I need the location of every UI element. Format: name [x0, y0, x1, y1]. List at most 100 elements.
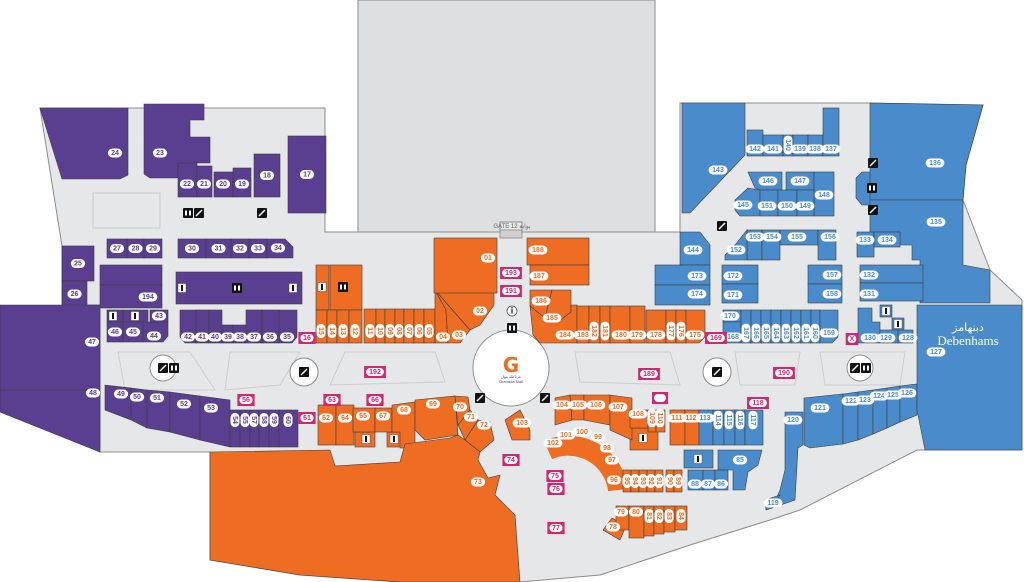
store-label-62[interactable]: 62 — [318, 413, 334, 423]
kiosk-unnumbered[interactable] — [652, 392, 668, 404]
store-label-30[interactable]: 30 — [184, 244, 200, 253]
store-label-14[interactable]: 14 — [327, 323, 337, 339]
store-label-91[interactable]: 91 — [654, 473, 664, 489]
store-label-32[interactable]: 32 — [232, 244, 248, 253]
store-label-178[interactable]: 178 — [646, 330, 666, 340]
store-label-72[interactable]: 72 — [476, 420, 492, 430]
store-label-121[interactable]: 121 — [810, 403, 830, 413]
store-label-53[interactable]: 53 — [203, 403, 219, 413]
store-label-107[interactable]: 107 — [608, 402, 628, 412]
store-label-73[interactable]: 73 — [470, 477, 486, 487]
store-label-83[interactable]: 83 — [664, 508, 674, 524]
kiosk-193[interactable]: 193 — [500, 267, 522, 279]
store-label-07[interactable]: 07 — [404, 323, 414, 339]
store-label-102[interactable]: 102 — [543, 438, 563, 448]
kiosk-16[interactable]: 16 — [298, 332, 316, 344]
store-label-57[interactable]: 57 — [249, 412, 259, 428]
store-label-154[interactable]: 154 — [762, 232, 782, 242]
store-label-186[interactable]: 186 — [531, 296, 551, 306]
store-label-126[interactable]: 126 — [897, 388, 917, 398]
store-label-06[interactable]: 06 — [414, 323, 424, 339]
kiosk-56[interactable]: 56 — [237, 394, 255, 406]
store-label-09[interactable]: 09 — [385, 323, 395, 339]
store-label-21[interactable]: 21 — [196, 179, 212, 189]
store-label-128[interactable]: 128 — [898, 333, 918, 343]
store-label-58[interactable]: 58 — [259, 412, 269, 428]
store-label-35[interactable]: 35 — [279, 332, 295, 342]
store-label-64[interactable]: 64 — [337, 413, 353, 423]
store-label-43[interactable]: 43 — [151, 311, 167, 321]
store-label-04[interactable]: 04 — [435, 332, 451, 342]
store-label-112[interactable]: 112 — [681, 413, 701, 423]
store-label-129[interactable]: 129 — [876, 333, 896, 343]
store-label-69[interactable]: 69 — [425, 399, 441, 409]
store-label-168[interactable]: 168 — [723, 332, 743, 342]
store-label-47[interactable]: 47 — [84, 337, 100, 347]
store-label-150[interactable]: 150 — [777, 201, 797, 211]
store-label-24[interactable]: 24 — [107, 148, 123, 158]
store-label-144[interactable]: 144 — [683, 245, 703, 255]
store-unit-53[interactable] — [199, 395, 231, 448]
store-label-18[interactable]: 18 — [259, 171, 275, 180]
store-label-22[interactable]: 22 — [179, 179, 195, 189]
store-label-12[interactable]: 12 — [350, 323, 360, 339]
store-label-151[interactable]: 151 — [757, 201, 777, 211]
store-label-173[interactable]: 173 — [687, 271, 707, 281]
store-label-142[interactable]: 142 — [745, 144, 765, 154]
store-unit-24[interactable] — [39, 107, 129, 180]
kiosk-X[interactable]: X — [845, 333, 859, 345]
store-label-39[interactable]: 39 — [220, 332, 236, 342]
kiosk-75[interactable]: 75 — [546, 470, 564, 482]
store-label-166[interactable]: 166 — [751, 323, 761, 343]
store-label-55[interactable]: 55 — [240, 412, 250, 428]
store-label-188[interactable]: 188 — [528, 245, 548, 255]
store-label-153[interactable]: 153 — [745, 232, 765, 242]
store-label-29[interactable]: 29 — [145, 244, 161, 253]
store-label-147[interactable]: 147 — [790, 176, 810, 186]
store-label-15[interactable]: 15 — [316, 323, 326, 339]
store-unit-47[interactable] — [0, 304, 101, 391]
store-label-19[interactable]: 19 — [234, 179, 250, 189]
store-label-67[interactable]: 67 — [375, 411, 391, 421]
store-label-163[interactable]: 163 — [781, 323, 791, 343]
store-label-167[interactable]: 167 — [741, 323, 751, 343]
store-label-48[interactable]: 48 — [85, 388, 101, 398]
store-unit-136[interactable] — [869, 102, 984, 201]
store-label-10[interactable]: 10 — [375, 323, 385, 339]
store-label-60[interactable]: 60 — [283, 412, 293, 428]
store-label-27[interactable]: 27 — [109, 244, 125, 253]
store-unit-73[interactable] — [209, 434, 521, 582]
store-label-180[interactable]: 180 — [611, 330, 631, 340]
kiosk-192[interactable]: 192 — [364, 366, 386, 378]
store-unit-121[interactable] — [803, 393, 844, 449]
kiosk-169[interactable]: 169 — [705, 332, 727, 344]
store-label-84[interactable]: 84 — [676, 508, 686, 524]
store-label-70[interactable]: 70 — [452, 402, 468, 412]
store-label-26[interactable]: 26 — [67, 289, 82, 299]
store-label-160[interactable]: 160 — [810, 323, 820, 343]
store-label-99[interactable]: 99 — [590, 432, 606, 442]
store-label-25[interactable]: 25 — [70, 259, 86, 268]
store-label-23[interactable]: 23 — [152, 148, 168, 158]
store-label-59[interactable]: 59 — [269, 412, 279, 428]
store-label-131[interactable]: 131 — [859, 289, 879, 299]
store-label-184[interactable]: 184 — [555, 330, 575, 340]
store-label-40[interactable]: 40 — [207, 332, 223, 342]
store-unit-62[interactable] — [317, 404, 337, 446]
store-unit-69[interactable] — [414, 395, 459, 441]
store-unit-159[interactable] — [819, 309, 839, 344]
store-label-17[interactable]: 17 — [299, 170, 315, 179]
kiosk-118[interactable]: 118 — [747, 397, 769, 409]
store-label-187[interactable]: 187 — [529, 271, 549, 281]
store-label-89[interactable]: 89 — [673, 473, 683, 489]
store-label-137[interactable]: 137 — [821, 144, 841, 154]
store-label-116[interactable]: 116 — [735, 410, 745, 430]
store-label-194[interactable]: 194 — [138, 292, 158, 302]
store-label-174[interactable]: 174 — [687, 289, 707, 299]
store-label-44[interactable]: 44 — [146, 331, 162, 341]
store-label-54[interactable]: 54 — [230, 412, 240, 428]
store-label-85[interactable]: 85 — [732, 455, 748, 465]
store-label-13[interactable]: 13 — [338, 323, 348, 339]
store-label-114[interactable]: 114 — [713, 410, 723, 430]
store-label-132[interactable]: 132 — [859, 270, 879, 280]
